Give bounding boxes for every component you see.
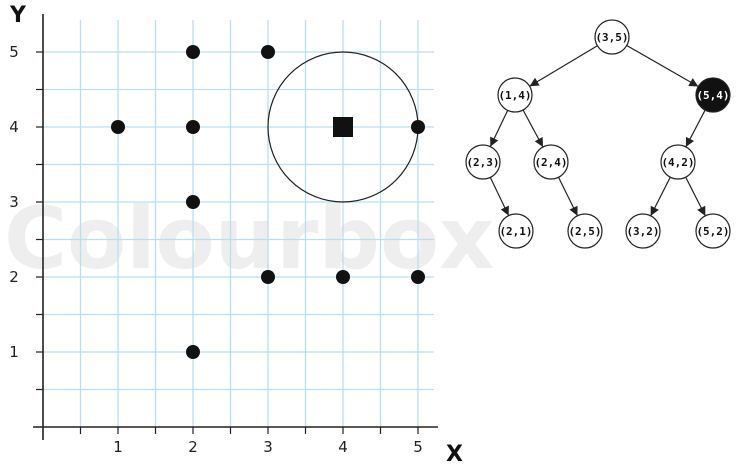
plot-axes <box>33 14 438 440</box>
tree-node-circle <box>660 144 696 180</box>
tree-nodes: (3,5) (1,4) (5,4) (2,3) (2,4) (4,2) (2,1) (2,5)… <box>465 19 731 249</box>
arrowhead <box>500 205 509 216</box>
arrowhead <box>650 205 659 216</box>
y-tick-label: 1 <box>9 343 19 361</box>
tree-node-highlighted-circle <box>695 77 731 113</box>
arrowhead <box>569 205 578 216</box>
tree-node-label: (2,5) <box>568 225 601 238</box>
data-point <box>186 345 200 359</box>
x-tick-label: 5 <box>413 438 423 456</box>
tree-node-label: (2,3) <box>466 156 499 169</box>
y-tick-label: 4 <box>9 118 19 136</box>
tree-node-circle <box>567 213 603 249</box>
tree-node: (2,3) <box>465 144 501 180</box>
tree-edges <box>489 44 706 217</box>
tree-edge-arrow <box>626 44 699 88</box>
arrowhead <box>685 136 695 147</box>
y-tick-label: 3 <box>9 193 19 211</box>
tree-node-label: (1,4) <box>498 89 531 102</box>
data-point <box>411 120 425 134</box>
plot-grid <box>43 20 434 427</box>
tree-node-circle <box>695 213 731 249</box>
tree-node-label: (2,1) <box>499 225 532 238</box>
data-point <box>111 120 125 134</box>
tree-node-label: (2,4) <box>534 156 567 169</box>
tree-node: (2,4) <box>533 144 569 180</box>
tree-node: (5,2) <box>695 213 731 249</box>
data-point <box>186 120 200 134</box>
data-point <box>186 45 200 59</box>
tree-node-circle <box>465 144 501 180</box>
y-tick-label: 5 <box>9 43 19 61</box>
tree-node-label: (5,4) <box>696 89 729 102</box>
data-points <box>111 45 425 359</box>
data-point <box>261 45 275 59</box>
tree-node-circle <box>497 77 533 113</box>
y-axis-ticks: 1 2 3 4 5 <box>9 43 19 361</box>
arrowhead <box>490 136 499 147</box>
y-tick-label: 2 <box>9 268 19 286</box>
arrowhead <box>697 205 706 216</box>
tree-node-circle <box>625 213 661 249</box>
x-tick-label: 2 <box>188 438 198 456</box>
tree-node: (3,5) <box>594 19 630 55</box>
tree-node: (4,2) <box>660 144 696 180</box>
y-axis-title: Y <box>9 3 27 28</box>
tree-node-label: (3,2) <box>626 225 659 238</box>
tree-node: (3,2) <box>625 213 661 249</box>
tree-node: (5,4) <box>695 77 731 113</box>
x-axis-ticks: 1 2 3 4 5 <box>113 438 423 456</box>
tree-edge-arrow <box>529 45 598 87</box>
query-point-marker <box>333 117 353 137</box>
scatter-plot: 1 2 3 4 5 1 2 3 4 5 X Y <box>9 3 463 467</box>
data-point <box>186 195 200 209</box>
data-point <box>261 270 275 284</box>
tree-node: (2,1) <box>498 213 534 249</box>
arrowhead <box>529 77 540 87</box>
arrowhead <box>534 136 543 148</box>
tree-node-circle <box>594 19 630 55</box>
data-point <box>336 270 350 284</box>
tree-node: (1,4) <box>497 77 533 113</box>
tree-node-label: (4,2) <box>661 156 694 169</box>
arrowhead <box>688 78 699 87</box>
kd-tree-diagram: (3,5) (1,4) (5,4) (2,3) (2,4) (4,2) (2,1) (2,5)… <box>465 19 731 249</box>
tree-node-circle <box>533 144 569 180</box>
tree-node: (2,5) <box>567 213 603 249</box>
x-axis-title: X <box>446 442 463 467</box>
x-tick-label: 3 <box>263 438 273 456</box>
x-tick-label: 1 <box>113 438 123 456</box>
data-point <box>411 270 425 284</box>
tree-node-label: (3,5) <box>595 31 628 44</box>
x-tick-label: 4 <box>338 438 348 456</box>
tree-node-label: (5,2) <box>696 225 729 238</box>
tree-node-circle <box>498 213 534 249</box>
